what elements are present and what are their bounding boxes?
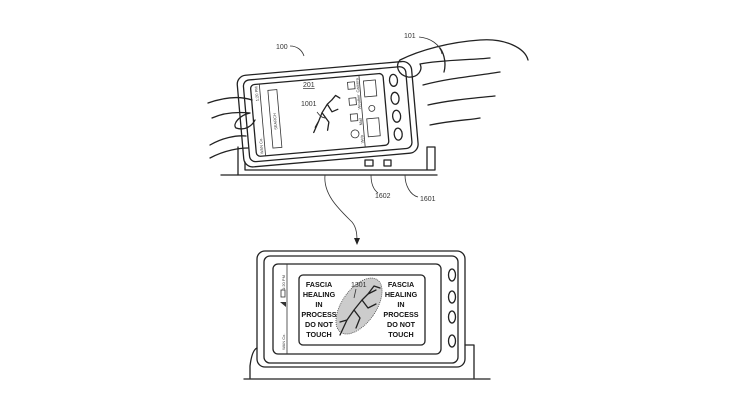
camera-icon bbox=[347, 81, 356, 90]
dock-bottom bbox=[249, 344, 475, 379]
warning-line: TOUCH bbox=[388, 330, 413, 339]
screen bbox=[272, 263, 442, 355]
signal-icon bbox=[280, 302, 286, 307]
bottom-scene: WAN Co. 1:20 PM FASCIA HEALING IN PROCES… bbox=[243, 250, 491, 380]
status-time: 1:20 PM bbox=[281, 275, 286, 290]
side-button bbox=[447, 334, 457, 348]
connector bbox=[383, 159, 392, 167]
label-101: 101 bbox=[404, 33, 416, 40]
status-time: 1:20 PM bbox=[254, 86, 260, 101]
label-1001: 1001 bbox=[301, 101, 317, 108]
warning-line: PROCESS bbox=[301, 310, 336, 319]
phone-device-top: SEARCH WAN Co. 1:20 PM Web Mail Weather … bbox=[236, 60, 419, 168]
web-icon bbox=[350, 129, 360, 139]
mail-icon bbox=[349, 113, 359, 122]
warning-line: HEALING bbox=[385, 290, 418, 299]
figure-image-1001 bbox=[313, 94, 341, 134]
label-201: 201 bbox=[303, 82, 315, 89]
connector-1602 bbox=[364, 159, 374, 167]
warning-line: IN bbox=[315, 300, 322, 309]
label-1601: 1601 bbox=[420, 196, 436, 203]
side-button bbox=[391, 109, 402, 123]
screen-201 bbox=[250, 72, 390, 157]
warning-right: FASCIA HEALING IN PROCESS DO NOT TOUCH bbox=[383, 280, 418, 339]
label-1602: 1602 bbox=[375, 193, 391, 200]
label-100: 100 bbox=[276, 44, 288, 51]
fascia-region-1301 bbox=[335, 277, 383, 335]
left-hand bbox=[207, 96, 256, 159]
menu-weather: Weather bbox=[356, 94, 362, 110]
figure-image bbox=[339, 285, 381, 336]
top-scene: SEARCH WAN Co. 1:20 PM Web Mail Weather … bbox=[207, 33, 529, 245]
menu-camera: Camera bbox=[354, 77, 360, 92]
side-button bbox=[447, 310, 457, 324]
warning-line: FASCIA bbox=[388, 280, 414, 289]
warning-line: TOUCH bbox=[306, 330, 331, 339]
battery-icon bbox=[280, 289, 286, 298]
arrow-connector bbox=[324, 174, 358, 243]
search-label: SEARCH bbox=[272, 113, 278, 130]
status-carrier: WAN Co. bbox=[258, 137, 264, 154]
side-button bbox=[388, 73, 399, 87]
phone-outer bbox=[256, 250, 466, 368]
menu-web: Web bbox=[359, 134, 365, 143]
side-button bbox=[393, 127, 403, 141]
side-button bbox=[447, 268, 457, 282]
right-hand bbox=[397, 39, 529, 126]
label-1301: 1301 bbox=[351, 282, 367, 289]
warning-line: PROCESS bbox=[383, 310, 418, 319]
warning-line: IN bbox=[397, 300, 404, 309]
menu-mail: Mail bbox=[358, 118, 364, 126]
warning-line: DO NOT bbox=[387, 320, 416, 329]
warning-line: FASCIA bbox=[306, 280, 332, 289]
warning-line: DO NOT bbox=[305, 320, 334, 329]
weather-icon bbox=[348, 97, 357, 106]
side-button bbox=[390, 91, 400, 105]
warning-panel bbox=[298, 274, 426, 346]
side-button bbox=[447, 290, 457, 304]
status-carrier: WAN Co. bbox=[281, 333, 286, 350]
warning-line: HEALING bbox=[303, 290, 336, 299]
search-bar bbox=[267, 89, 283, 149]
dock-1601 bbox=[237, 146, 436, 176]
warning-left: FASCIA HEALING IN PROCESS DO NOT TOUCH bbox=[301, 280, 336, 339]
phone-outer bbox=[236, 60, 419, 168]
